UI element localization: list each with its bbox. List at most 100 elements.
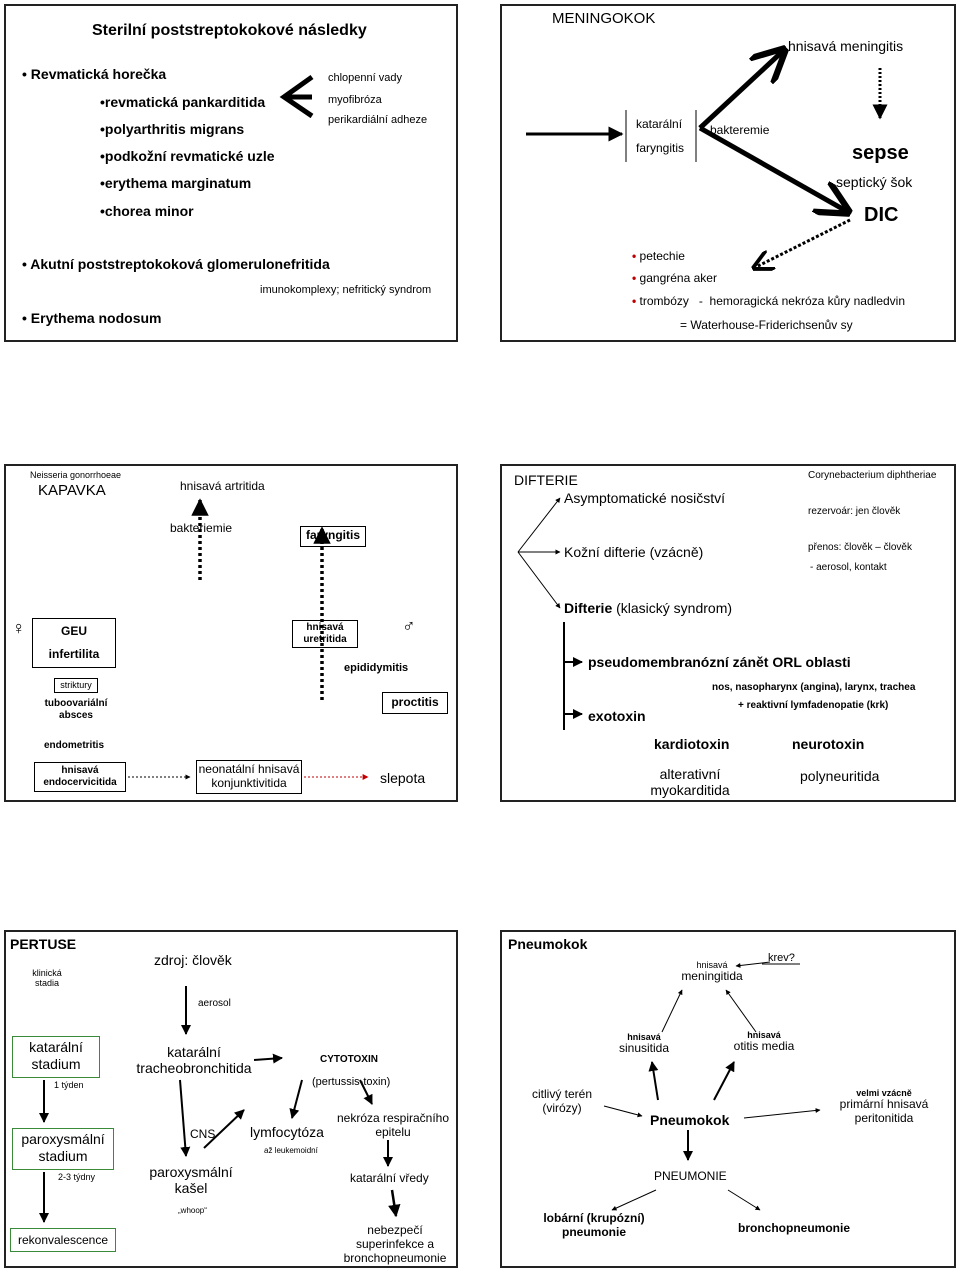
artritida-label: hnisavá artritida: [180, 479, 265, 493]
cns-to-cough-arrow: [203, 1109, 245, 1149]
rezervoar-label: rezervoár: jen člověk: [808, 506, 901, 517]
sepse-label: sepse: [852, 142, 909, 164]
bronchopneumonia-label: bronchopneumonie: [738, 1221, 850, 1235]
pneumonia-label: PNEUMONIE: [654, 1169, 727, 1183]
slide-title: DIFTERIE: [514, 472, 578, 488]
otitis-to-meningitis-arrow: [725, 989, 757, 1033]
bakteriemie-label: bakteriemie: [170, 521, 233, 535]
ulcers-label: katarální vředy: [350, 1171, 429, 1185]
split-to-sepse: [698, 125, 848, 212]
polyneuritida-label: polyneuritida: [800, 768, 880, 784]
symptom-item: • gangréna aker: [632, 271, 717, 285]
sinus-to-meningitis-arrow: [661, 989, 683, 1033]
pertussis-toxin-label: (pertussis-toxin): [312, 1076, 391, 1088]
slide-title: Pneumokok: [508, 936, 588, 952]
rf-heading: • Revmatická horečka: [22, 66, 167, 82]
erythema-heading: • Erythema nodosum: [22, 310, 162, 326]
card-item: myofibróza: [328, 94, 382, 106]
lymfadenopatie-label: + reaktivní lymfadenopatie (krk): [738, 700, 889, 711]
slide-title: Sterilní poststreptokokové následky: [92, 22, 367, 39]
endometritis-label: endometritis: [44, 740, 105, 751]
rf-item: •podkožní revmatické uzle: [100, 148, 275, 164]
classic-label: Difterie (klasický syndrom): [564, 600, 733, 616]
glomerulo-note: imunokomplexy; nefritický syndrom: [260, 284, 432, 296]
susceptible-terrain-label: citlivý terén(virózy): [531, 1087, 593, 1115]
slepota-label: slepota: [380, 770, 426, 786]
asymptomatic-label: Asymptomatické nosičství: [564, 490, 726, 506]
terrain-to-hub-arrow: [603, 1105, 643, 1118]
lymphocytosis-label: lymfocytóza: [250, 1124, 324, 1140]
neurotoxin-label: neurotoxin: [792, 736, 865, 752]
slide-title: KAPAVKA: [38, 482, 106, 499]
weeks-label: 2-3 týdny: [58, 1172, 96, 1182]
week-label: 1 týden: [54, 1080, 84, 1090]
nos-label: nos, nasopharynx (angina), larynx, trach…: [712, 682, 916, 693]
pseudomembranous-label: pseudomembranózní zánět ORL oblasti: [588, 654, 851, 670]
species-label: Neisseria gonorrhoeae: [30, 470, 122, 480]
waterhouse-label: = Waterhouse-Friderichsenův sy: [680, 318, 853, 332]
tracheo-to-cns-arrow: [179, 1079, 191, 1157]
cytotoxin-to-lymfo-arrow: [289, 1079, 303, 1119]
male-symbol: ♂: [402, 616, 416, 636]
pneumonia-to-lobar-arrow: [611, 1189, 657, 1211]
geu-label: GEU: [60, 624, 87, 638]
katar-label: katarální: [636, 117, 683, 131]
proctitis-box: proctitis: [382, 692, 448, 714]
female-symbol: ♀: [12, 618, 26, 638]
hub-to-sinusitis-arrow: [648, 1061, 659, 1101]
blood-label: krev?: [768, 952, 795, 964]
pneumococcus-center-label: Pneumokok: [650, 1112, 730, 1128]
faryngitis-label: faryngitis: [636, 141, 685, 155]
species-label: Corynebacterium diphtheriae: [808, 470, 937, 481]
rf-item: •chorea minor: [100, 203, 194, 219]
card-item: chlopenní vady: [328, 72, 402, 84]
striktury-box: striktury: [54, 678, 98, 693]
dic-to-symptoms-arrow: [754, 218, 851, 268]
cns-label: CNS: [190, 1127, 216, 1141]
slide-title: MENINGOKOK: [552, 10, 656, 27]
geu-box: GEU infertilita: [32, 618, 116, 668]
split-to-meningitis: [698, 50, 784, 130]
slide-gonorrhea: Neisseria gonorrhoeae KAPAVKA hnisavá ar…: [4, 464, 458, 802]
glomerulo-heading: • Akutní poststreptokoková glomerulonefr…: [22, 256, 330, 272]
diphtheria-branching-arrows: [517, 497, 561, 609]
cutaneous-label: Kožní difterie (vzácně): [564, 544, 704, 560]
pneumonia-to-broncho-arrow: [727, 1189, 761, 1211]
convalescence-box: rekonvalescence: [10, 1228, 116, 1252]
card-item: perikardiální adheze: [328, 114, 428, 126]
leukemoid-label: až leukemoidní: [264, 1146, 318, 1155]
rf-cardiac-arrows: [279, 74, 314, 119]
cytotoxin-label: CYTOTOXIN: [320, 1054, 378, 1065]
exotoxin-label: exotoxin: [588, 708, 646, 724]
blood-to-meningitis-arrow: [735, 961, 771, 968]
cardiotoxin-label: kardiotoxin: [654, 736, 730, 752]
aerosol-label: - aerosol, kontakt: [810, 562, 887, 573]
slide-poststreptococcal: Sterilní poststreptokokové následky • Re…: [4, 4, 458, 342]
prenos-label: přenos: člověk – člověk: [808, 542, 912, 553]
bakteremie-label: bakteremie: [710, 123, 770, 137]
rf-item: •revmatická pankarditida: [100, 94, 266, 110]
aerosol-label: aerosol: [198, 998, 231, 1009]
lobar-pneumonia-label: lobární (krupózní)pneumonie: [543, 1211, 645, 1239]
slide-diphtheria: DIFTERIE Corynebacterium diphtheriae rez…: [500, 464, 956, 802]
ulcers-to-superinfection-arrow: [388, 1189, 401, 1218]
symptom-item: • petechie: [632, 249, 685, 263]
